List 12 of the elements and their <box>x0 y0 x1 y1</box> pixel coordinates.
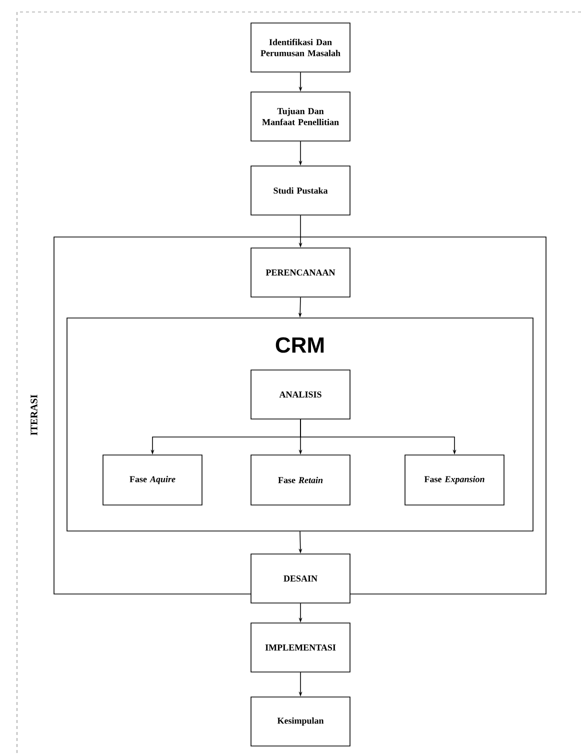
process-box: Tujuan Dan Manfaat Penellitian <box>250 92 350 142</box>
process-box: Fase Aquire <box>102 454 202 506</box>
process-box: Studi Pustaka <box>250 166 350 216</box>
process-box: Fase Expansion <box>404 454 504 506</box>
process-box: DESAIN <box>250 554 350 604</box>
node-label: ITERASI <box>30 394 38 436</box>
process-box: IMPLEMENTASI <box>250 622 350 672</box>
process-box: Identifikasi Dan Perumusan Masalah <box>250 22 350 72</box>
process-box: ANALISIS <box>250 370 350 420</box>
process-box: Kesimpulan <box>250 696 350 746</box>
process-box: Fase Retain <box>250 454 350 506</box>
process-box: PERENCANAAN <box>250 248 350 298</box>
